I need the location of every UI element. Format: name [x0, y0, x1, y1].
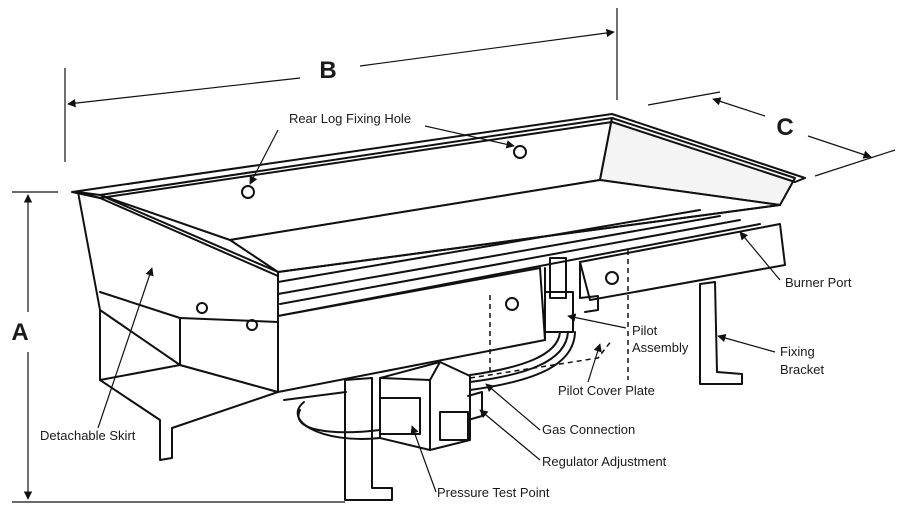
callout-pilot-assembly: Pilot Assembly	[567, 313, 689, 355]
callout-detachable-skirt: Detachable Skirt	[40, 267, 154, 443]
regulator-adjustment-label: Regulator Adjustment	[542, 454, 667, 469]
gas-connection-label: Gas Connection	[542, 422, 635, 437]
pilot-cover-plate-label: Pilot Cover Plate	[558, 383, 655, 398]
dimension-a-label: A	[11, 319, 28, 346]
callout-fixing-bracket: Fixing Bracket	[717, 333, 824, 377]
callout-gas-connection: Gas Connection	[485, 383, 635, 437]
pilot-assembly-label-line1: Pilot	[632, 323, 658, 338]
dimension-b: B	[64, 8, 618, 162]
callout-burner-port: Burner Port	[739, 231, 852, 290]
detachable-skirt-label: Detachable Skirt	[40, 428, 136, 443]
dimension-b-label: B	[319, 57, 336, 84]
callout-regulator-adjustment: Regulator Adjustment	[479, 409, 667, 469]
dimension-c: C	[647, 91, 896, 177]
callout-pilot-cover-plate: Pilot Cover Plate	[558, 343, 655, 398]
fixing-bracket-label-line1: Fixing	[780, 344, 815, 359]
rear-log-fixing-hole-label: Rear Log Fixing Hole	[289, 111, 411, 126]
dimension-c-label: C	[776, 114, 793, 141]
callout-pressure-test-point: Pressure Test Point	[410, 425, 550, 500]
burner-tray	[71, 113, 806, 501]
callout-rear-log-fixing-hole: Rear Log Fixing Hole	[249, 111, 515, 185]
fixing-bracket-label-line2: Bracket	[780, 362, 824, 377]
burner-port-label: Burner Port	[785, 275, 852, 290]
dimension-a: A	[11, 191, 345, 503]
pressure-test-point-label: Pressure Test Point	[437, 485, 550, 500]
pilot-assembly-label-line2: Assembly	[632, 340, 689, 355]
